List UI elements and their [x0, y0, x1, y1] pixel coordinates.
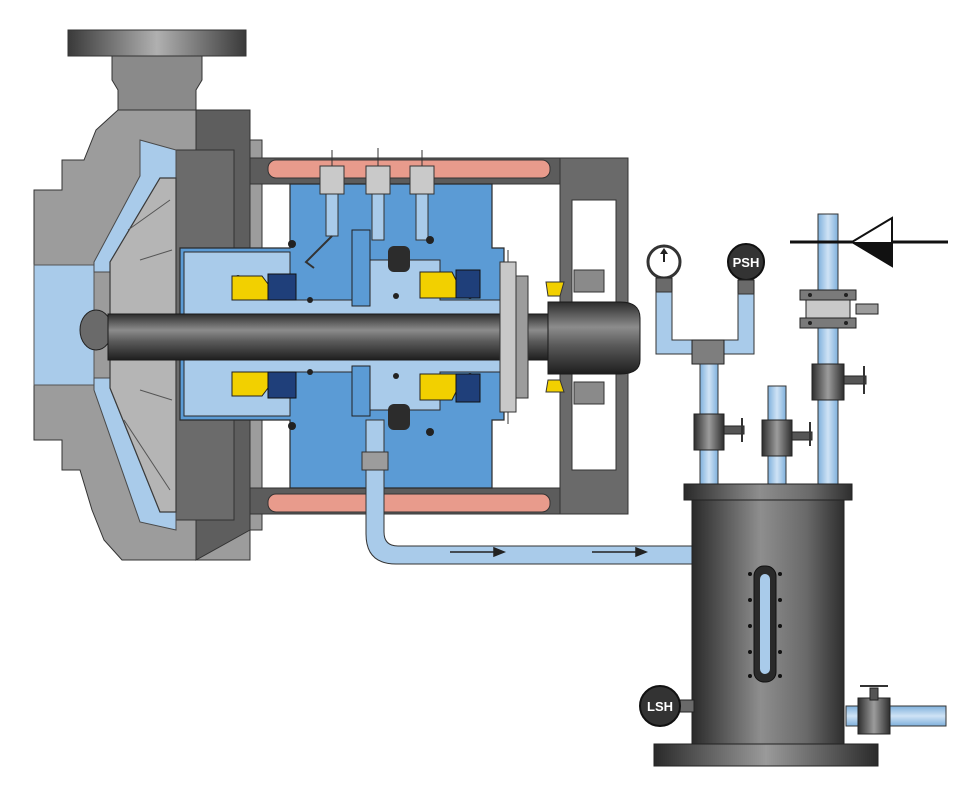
heating-jacket-bottom — [267, 493, 551, 513]
shaft-collar — [499, 250, 529, 424]
discharge-flange — [67, 29, 247, 57]
pressure-gauge — [646, 244, 682, 293]
inboard-stator-bottom — [267, 371, 297, 399]
outboard-face-top — [419, 271, 457, 299]
inlet-arrow — [790, 216, 948, 268]
seal-pot — [653, 483, 879, 767]
impeller-nut — [79, 309, 113, 351]
level-sight-glass — [748, 565, 782, 683]
pump-shaft — [107, 301, 641, 375]
discharge-nozzle — [111, 55, 203, 111]
lsh-switch: LSH — [639, 685, 695, 727]
psh-label: PSH — [733, 255, 760, 270]
inboard-face-bottom — [231, 371, 269, 397]
psh-switch: PSH — [727, 243, 765, 295]
piping — [361, 213, 947, 735]
heating-jacket-top — [267, 159, 551, 179]
bearing-seal — [545, 269, 605, 405]
inboard-face-top — [231, 275, 269, 301]
seal-pot-cap — [683, 483, 853, 501]
flow-arrows — [450, 546, 649, 558]
seal-pot-base — [653, 743, 879, 767]
center-seal-block-bottom — [388, 404, 410, 430]
seal-faces — [231, 269, 481, 403]
outboard-stator-top — [455, 269, 481, 299]
outboard-stator-bottom — [455, 373, 481, 403]
center-seal-block-top — [388, 246, 410, 272]
outboard-face-bottom — [419, 373, 457, 401]
inboard-stator-top — [267, 273, 297, 301]
port-fittings — [304, 148, 435, 269]
lsh-label: LSH — [647, 699, 673, 714]
pump-casing — [33, 29, 263, 561]
